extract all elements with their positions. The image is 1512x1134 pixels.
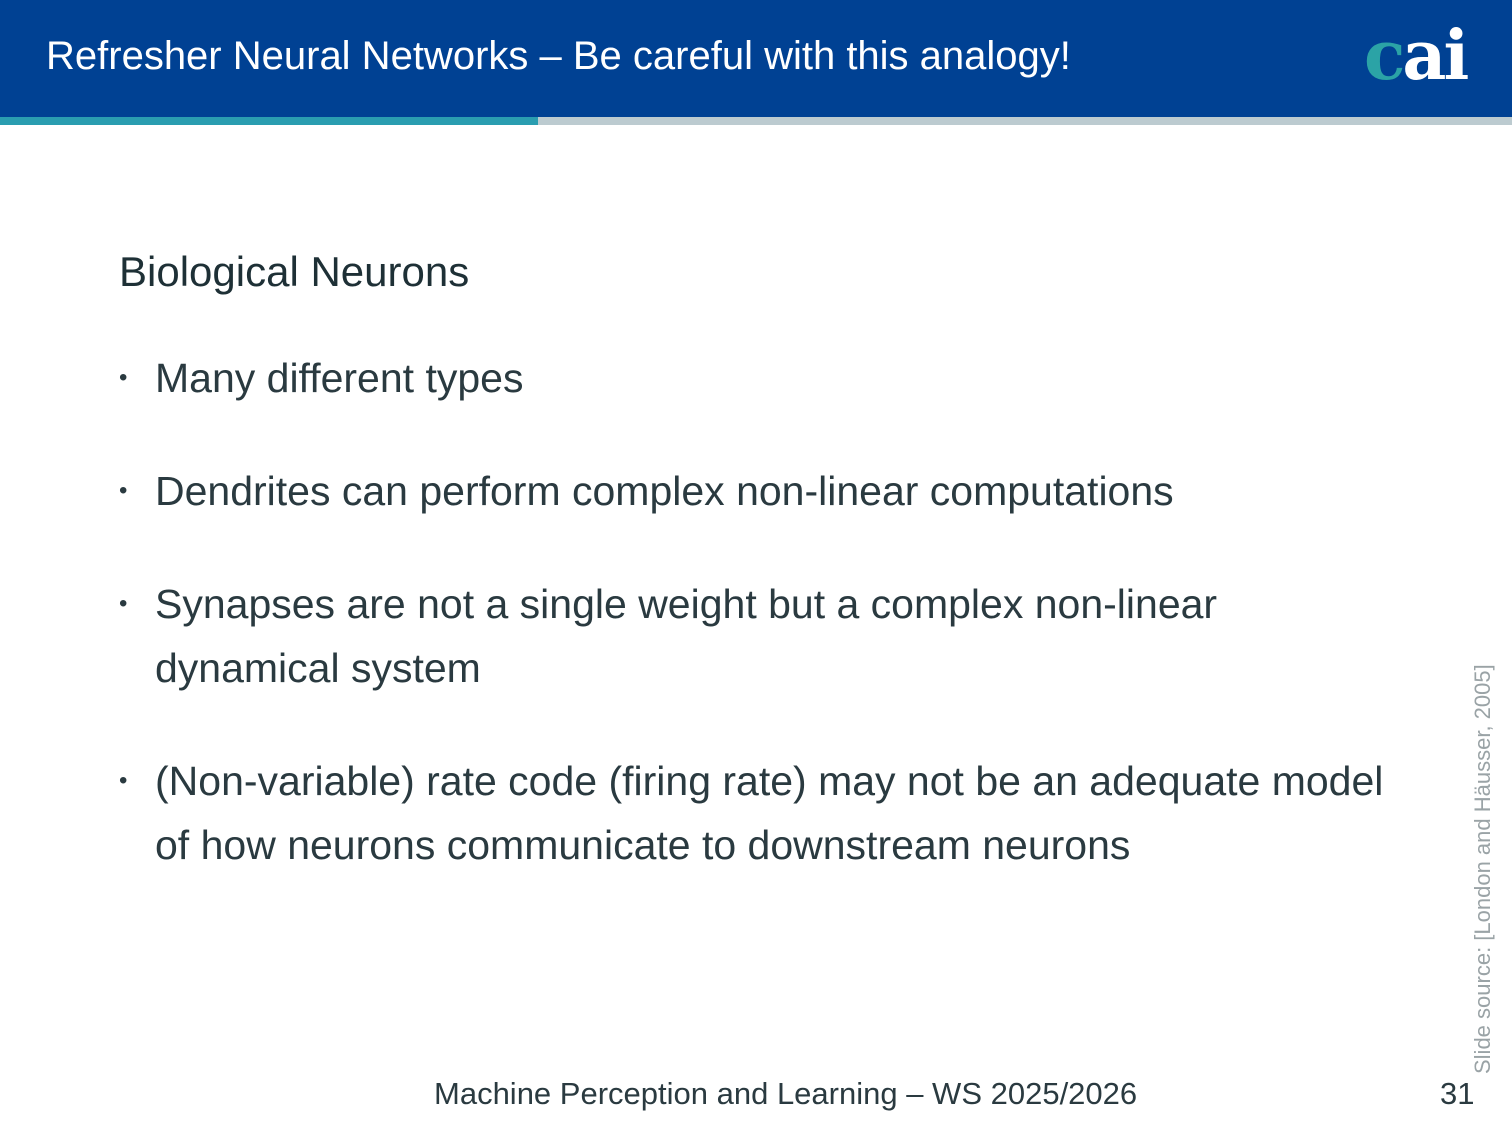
bullet-icon: • (119, 590, 128, 617)
progress-bar-accent (0, 117, 538, 125)
header-divider (538, 117, 1512, 125)
slide-title: Refresher Neural Networks – Be careful w… (46, 34, 1071, 78)
slide-header: Refresher Neural Networks – Be careful w… (0, 0, 1512, 117)
page-number: 31 (1440, 1076, 1475, 1111)
list-item: •Dendrites can perform complex non-linea… (119, 459, 1409, 523)
bullet-icon: • (119, 767, 128, 794)
list-item: •(Non-variable) rate code (firing rate) … (119, 749, 1409, 877)
bullet-icon: • (119, 477, 128, 504)
footer-course: Machine Perception and Learning – WS 202… (434, 1076, 1138, 1111)
bullet-list: •Many different types •Dendrites can per… (119, 346, 1409, 926)
list-item: •Synapses are not a single weight but a … (119, 572, 1409, 700)
bullet-icon: • (119, 364, 128, 391)
slide-source: Slide source: [London and Häusser, 2005] (1470, 664, 1495, 1074)
section-heading: Biological Neurons (119, 248, 470, 295)
cai-logo: cai (1364, 16, 1469, 96)
list-item: •Many different types (119, 346, 1409, 410)
